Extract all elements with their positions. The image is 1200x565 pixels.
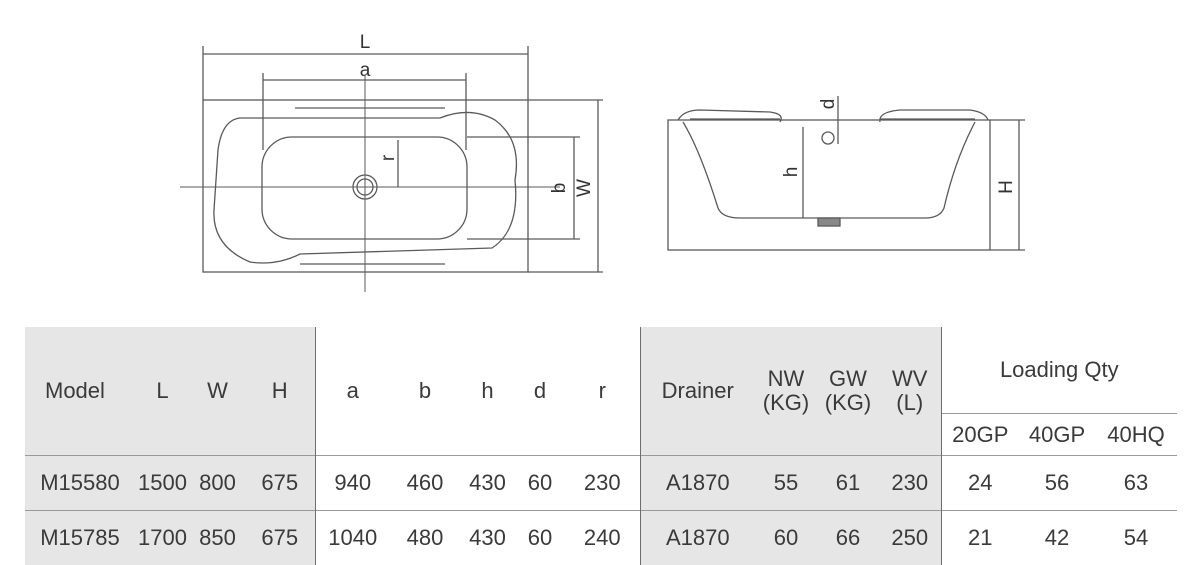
header-loading-qty: Loading Qty [941, 327, 1177, 414]
header-nw: NW (KG) [755, 327, 817, 456]
cell-wv: 250 [879, 511, 941, 565]
header-W: W [190, 327, 245, 456]
cell-d: 60 [515, 456, 565, 511]
drain-pipe [818, 218, 840, 226]
table-row: M15580 1500 800 675 940 460 430 60 230 A… [25, 456, 1177, 511]
cell-h: 430 [460, 511, 515, 565]
header-drainer: Drainer [640, 327, 755, 456]
cell-a: 940 [315, 456, 390, 511]
cell-20gp: 24 [941, 456, 1019, 511]
header-a: a [315, 327, 390, 456]
cell-d: 60 [515, 511, 565, 565]
cell-r: 230 [565, 456, 640, 511]
header-L: L [135, 327, 190, 456]
cell-b: 480 [390, 511, 460, 565]
cell-40hq: 54 [1095, 511, 1177, 565]
tub-basin-side [683, 122, 975, 218]
bathtub-drawing: L a r b [0, 0, 1200, 320]
cell-20gp: 21 [941, 511, 1019, 565]
cell-H: 675 [245, 456, 315, 511]
cell-40hq: 63 [1095, 456, 1177, 511]
header-gw: GW (KG) [817, 327, 879, 456]
cell-40gp: 56 [1019, 456, 1095, 511]
dimension-h: h [781, 127, 803, 218]
table-row: M15785 1700 850 675 1040 480 430 60 240 … [25, 511, 1177, 565]
header-b: b [390, 327, 460, 456]
dimension-H: H [990, 120, 1025, 250]
cell-h: 430 [460, 456, 515, 511]
cell-r: 240 [565, 511, 640, 565]
cell-W: 800 [190, 456, 245, 511]
header-model: Model [25, 327, 135, 456]
header-40gp: 40GP [1019, 414, 1095, 456]
side-view: d h H [668, 96, 1025, 250]
dimension-b: b [467, 137, 580, 239]
cell-H: 675 [245, 511, 315, 565]
label-H: H [996, 180, 1017, 194]
dimension-r: r [378, 140, 399, 187]
cell-L: 1700 [135, 511, 190, 565]
label-W: W [574, 179, 595, 197]
cell-nw: 55 [755, 456, 817, 511]
cell-wv: 230 [879, 456, 941, 511]
cell-model: M15580 [25, 456, 135, 511]
cell-drainer: A1870 [640, 511, 755, 565]
top-view: L a r b [180, 32, 603, 292]
cell-b: 460 [390, 456, 460, 511]
header-h: h [460, 327, 515, 456]
cell-W: 850 [190, 511, 245, 565]
cell-gw: 66 [817, 511, 879, 565]
header-40hq: 40HQ [1095, 414, 1177, 456]
cell-a: 1040 [315, 511, 390, 565]
tub-outline-side [668, 120, 990, 250]
label-r: r [378, 154, 399, 161]
label-b: b [549, 183, 570, 194]
cell-drainer: A1870 [640, 456, 755, 511]
label-L: L [360, 32, 371, 53]
header-H: H [245, 327, 315, 456]
spec-table: Model L W H a b h d r Drainer NW (KG) GW… [25, 327, 1177, 565]
header-r: r [565, 327, 640, 456]
cell-L: 1500 [135, 456, 190, 511]
header-wv: WV (L) [879, 327, 941, 456]
cell-nw: 60 [755, 511, 817, 565]
cell-gw: 61 [817, 456, 879, 511]
cell-model: M15785 [25, 511, 135, 565]
header-d: d [515, 327, 565, 456]
cell-40gp: 42 [1019, 511, 1095, 565]
label-d: d [818, 99, 839, 110]
table-header-row: Model L W H a b h d r Drainer NW (KG) GW… [25, 327, 1177, 414]
label-h: h [781, 167, 802, 178]
header-20gp: 20GP [941, 414, 1019, 456]
